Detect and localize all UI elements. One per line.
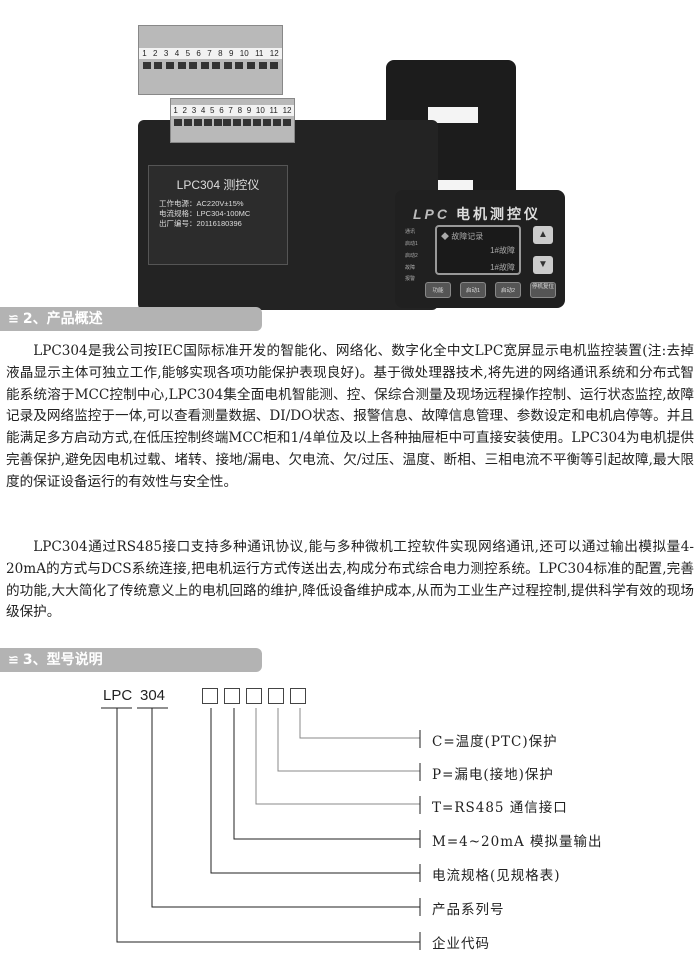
option-series: 产品系列号 — [432, 902, 505, 918]
function-button[interactable]: 功能 — [425, 282, 451, 298]
panel-brand: LPC — [413, 206, 450, 222]
terminal-number: 8 — [218, 49, 223, 58]
overview-paragraph: LPC304通过RS485接口支持多种通讯协议,能与多种微机工控软件实现网络通讯… — [6, 539, 694, 621]
terminal-number: 6 — [219, 106, 224, 115]
option-rs485: T=RS485 通信接口 — [432, 800, 568, 816]
terminal-screw — [183, 119, 192, 126]
terminal-number: 2 — [182, 106, 187, 115]
down-arrow-button[interactable]: ▼ — [533, 256, 553, 274]
ct-slot — [433, 180, 473, 190]
panel-title: LPC 电机测控仪 — [413, 204, 541, 224]
led-label: 通讯 — [405, 229, 416, 235]
ct-slot — [428, 107, 478, 123]
option-analog-output: M=4~20mA 模拟量输出 — [432, 834, 603, 850]
model-code-box — [224, 688, 240, 704]
section-icon: ≌ — [8, 653, 19, 668]
terminal-screw — [189, 62, 198, 69]
terminal-number: 6 — [196, 49, 201, 58]
terminal-screw — [223, 62, 232, 69]
terminal-screw — [270, 62, 279, 69]
terminal-screw — [243, 119, 252, 126]
terminal-screw — [246, 62, 255, 69]
model-code-box — [246, 688, 262, 704]
model-prefix: LPC — [103, 687, 133, 704]
section-title: 2、产品概述 — [22, 311, 103, 327]
led-label: 报警 — [405, 276, 416, 282]
lcd-line: 1#故障 — [490, 263, 515, 272]
display-panel-photo: LPC 电机测控仪 通讯 启动1 启动2 故障 报警 ◆ 故障记录 1#故障 1#… — [395, 190, 565, 308]
terminal-number: 1 — [173, 106, 178, 115]
led-label: 启动1 — [405, 241, 418, 247]
model-code-box — [268, 688, 284, 704]
stop-reset-button[interactable]: 停机复位 — [530, 282, 556, 298]
terminal-number: 2 — [153, 49, 158, 58]
terminal-screw — [273, 119, 282, 126]
option-company-code: 企业代码 — [432, 936, 490, 952]
terminal-screw — [253, 119, 262, 126]
terminal-screw — [213, 119, 222, 126]
option-temperature: C=温度(PTC)保护 — [432, 734, 558, 750]
terminal-screw — [142, 62, 151, 69]
panel-title-text: 电机测控仪 — [456, 206, 541, 222]
lcd-screen: ◆ 故障记录 1#故障 1#故障 — [435, 225, 521, 275]
section-title: 3、型号说明 — [22, 652, 103, 668]
terminal-number: 10 — [255, 106, 265, 115]
terminal-screw — [258, 62, 267, 69]
terminal-number: 5 — [210, 106, 215, 115]
terminal-screw — [223, 119, 232, 126]
terminal-number: 1 — [142, 49, 147, 58]
terminal-screw — [233, 119, 242, 126]
terminal-number: 9 — [246, 106, 252, 115]
terminal-screw — [212, 62, 221, 69]
overview-paragraph: LPC304是我公司按IEC国际标准开发的智能化、网络化、数字化全中文LPC宽屏… — [6, 343, 694, 490]
model-code-box — [202, 688, 218, 704]
lcd-line: ◆ 故障记录 — [441, 232, 484, 241]
lcd-line: 1#故障 — [490, 246, 515, 255]
terminal-screw — [263, 119, 272, 126]
device-label-title: LPC304 测控仪 — [176, 178, 260, 192]
terminal-screw — [177, 62, 186, 69]
led-label: 启动2 — [405, 253, 418, 259]
up-arrow-button[interactable]: ▲ — [533, 226, 553, 244]
terminal-number: 8 — [237, 106, 243, 115]
terminal-number: 9 — [228, 49, 234, 58]
terminal-screw — [235, 62, 244, 69]
terminal-number: 11 — [255, 49, 264, 58]
terminal-screw — [203, 119, 212, 126]
terminal-screw — [173, 119, 182, 126]
terminal-screw — [165, 62, 174, 69]
terminal-number: 3 — [191, 106, 197, 115]
terminal-screw — [154, 62, 163, 69]
model-code-box — [290, 688, 306, 704]
terminal-number: 5 — [185, 49, 191, 58]
terminal-screw — [200, 62, 209, 69]
device-label: LPC304 测控仪 工作电源：AC220V±15% 电流规格：LPC304-1… — [148, 165, 288, 265]
device-label-line: 出厂编号：20116180396 — [159, 219, 242, 228]
terminal-number: 3 — [163, 49, 169, 58]
start2-button[interactable]: 启动2 — [495, 282, 521, 298]
section-3-header: ≌3、型号说明 — [0, 648, 262, 672]
terminal-screw — [282, 119, 291, 126]
start1-button[interactable]: 启动1 — [460, 282, 486, 298]
device-label-line: 电流规格：LPC304-100MC — [159, 209, 251, 218]
terminal-number: 4 — [200, 106, 206, 115]
device-label-line: 工作电源：AC220V±15% — [159, 199, 244, 208]
option-leakage: P=漏电(接地)保护 — [432, 767, 554, 783]
terminal-number: 7 — [207, 49, 212, 58]
terminal-number: 11 — [269, 106, 278, 115]
led-label: 故障 — [405, 265, 416, 271]
section-2-header: ≌2、产品概述 — [0, 307, 262, 331]
terminal-number: 12 — [282, 106, 292, 115]
section-icon: ≌ — [8, 312, 19, 327]
terminal-number: 10 — [239, 49, 249, 58]
terminal-number: 4 — [174, 49, 180, 58]
terminal-number: 7 — [228, 106, 233, 115]
model-series: 304 — [140, 687, 166, 704]
terminal-screw — [193, 119, 202, 126]
terminal-number: 12 — [269, 49, 279, 58]
option-current-spec: 电流规格(见规格表) — [432, 868, 561, 884]
